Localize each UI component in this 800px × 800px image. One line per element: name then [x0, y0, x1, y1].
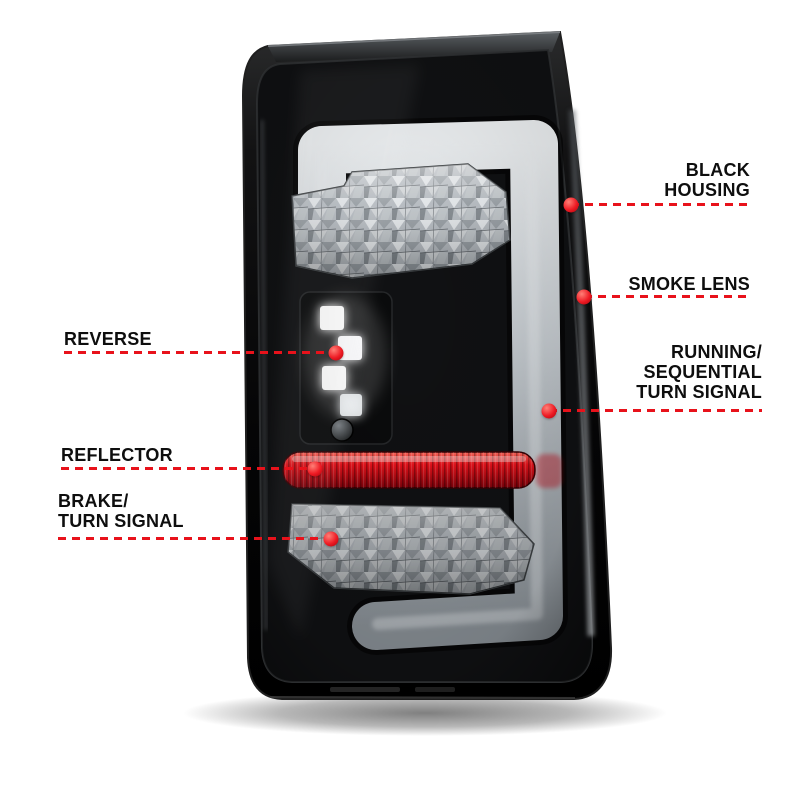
callout-dot	[563, 197, 579, 212]
callout-smoke-lens: SMOKE LENS	[628, 274, 750, 294]
leader-smoke-lens	[576, 289, 750, 304]
callout-running-line2: SEQUENTIAL	[643, 362, 762, 382]
callout-dot	[328, 345, 344, 360]
callout-reverse-line1: REVERSE	[64, 329, 152, 349]
callout-black-housing-line2: HOUSING	[664, 180, 750, 200]
callout-running-sequential-turn-signal: RUNNING/ SEQUENTIAL TURN SIGNAL	[636, 342, 762, 402]
callout-black-housing: BLACK HOUSING	[664, 160, 750, 200]
callout-reflector-line1: REFLECTOR	[61, 445, 173, 465]
callout-brake-line1: BRAKE/	[58, 491, 129, 511]
callout-smoke-lens-line1: SMOKE LENS	[628, 274, 750, 294]
callout-reflector: REFLECTOR	[61, 445, 173, 465]
leader-reflector	[61, 461, 323, 476]
callout-brake-line2: TURN SIGNAL	[58, 511, 184, 531]
callout-dot	[541, 403, 557, 418]
callout-black-housing-line1: BLACK	[685, 160, 750, 180]
gloss-highlights	[257, 50, 595, 682]
callout-dot	[307, 461, 323, 476]
callout-running-line1: RUNNING/	[671, 342, 762, 362]
callout-reverse: REVERSE	[64, 329, 152, 349]
callout-brake-turn-signal: BRAKE/ TURN SIGNAL	[58, 491, 184, 531]
callout-running-line3: TURN SIGNAL	[636, 382, 762, 402]
leader-running-sequential-turn-signal	[541, 403, 762, 418]
callout-dot	[323, 531, 339, 546]
product-shadow	[183, 690, 667, 736]
leader-brake-turn-signal	[58, 531, 339, 546]
callout-dot	[576, 289, 592, 304]
leader-black-housing	[563, 197, 750, 212]
leader-reverse	[64, 345, 344, 360]
